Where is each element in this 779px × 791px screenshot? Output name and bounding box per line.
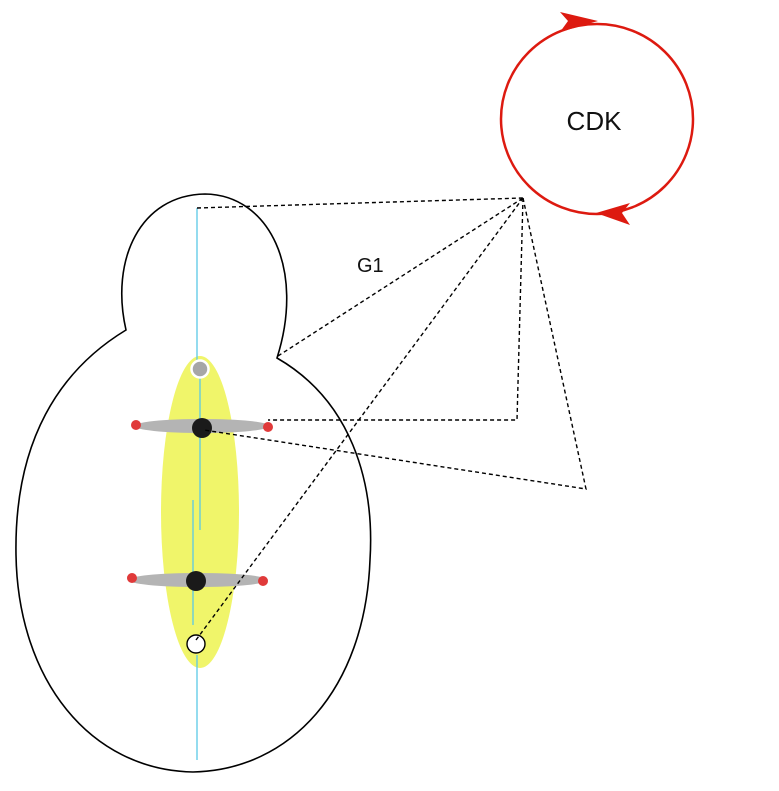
- cdk-cycle-arrow-top-icon: [560, 12, 598, 32]
- link-to-side-point: [203, 197, 587, 490]
- cdk-cycle-arrow-bottom-icon: [596, 203, 630, 225]
- chromosome-lower-centromere: [186, 571, 206, 591]
- chromosome-lower-telomere-right: [258, 576, 268, 586]
- open-circle-marker: [186, 634, 206, 654]
- cdk-label: CDK: [567, 106, 623, 136]
- chromosome-lower: [127, 571, 268, 591]
- yeast-cell-outline: [15, 193, 372, 773]
- link-to-bud-neck: [277, 197, 524, 357]
- cdk-cycle-ring: [499, 22, 695, 216]
- link-to-bud-tip: [196, 197, 524, 209]
- chromosome-upper-telomere-right: [263, 422, 273, 432]
- phase-label: G1: [357, 255, 384, 277]
- spindle-lines: [192, 208, 201, 760]
- cdk-cycle: CDK: [499, 12, 695, 225]
- chromosome-upper-centromere: [192, 418, 212, 438]
- chromosome-lower-telomere-left: [127, 573, 137, 583]
- chromosome-upper-telomere-left: [131, 420, 141, 430]
- link-to-open-circle: [195, 197, 524, 641]
- dashed-links: [195, 197, 587, 641]
- link-to-upper-chromosome: [268, 197, 524, 421]
- chromosome-upper: [131, 418, 273, 438]
- spindle-pole-body: [190, 359, 210, 379]
